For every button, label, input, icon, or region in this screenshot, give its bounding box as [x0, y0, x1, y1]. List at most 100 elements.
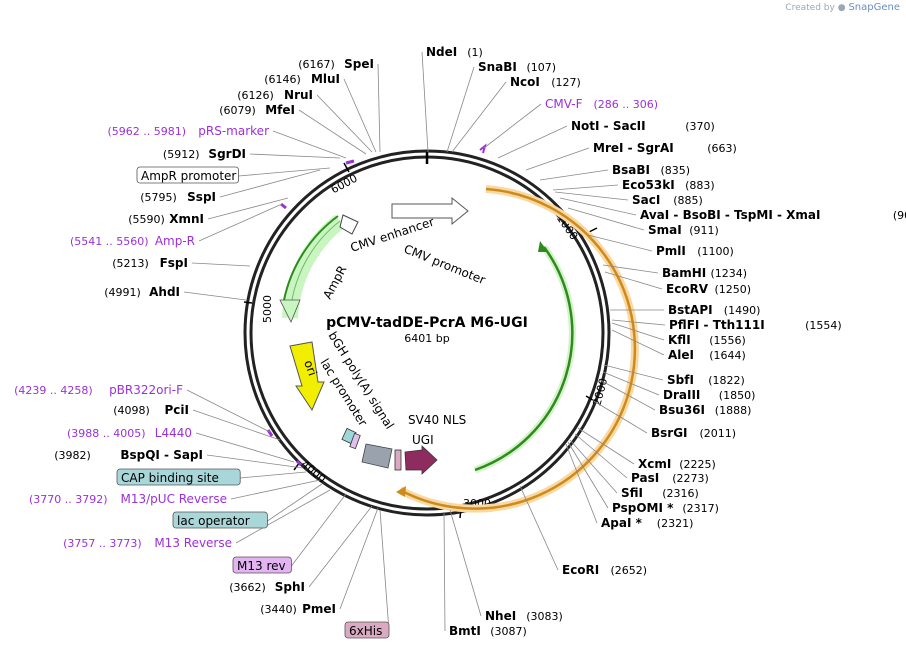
site-position: (3662) — [229, 581, 266, 594]
plasmid-length: 6401 bp — [404, 332, 449, 345]
site-name: PspOMI * — [612, 501, 674, 515]
site-name: SnaBI — [478, 60, 517, 74]
backbone-outer-ring — [243, 149, 611, 517]
site-position: (2273) — [672, 472, 709, 485]
site-name: BsrGI — [651, 426, 688, 440]
site-name: CMV-F — [545, 97, 583, 111]
site-name: Bsu36I — [659, 403, 705, 417]
feature-box-label: lac operator — [177, 514, 250, 528]
sv40-nls-label: SV40 NLS — [408, 413, 466, 427]
site-position: (3988 .. 4005) — [67, 427, 146, 440]
site-name: MluI — [311, 72, 340, 86]
site-name: PmlI — [656, 244, 686, 258]
leader-line — [446, 66, 475, 153]
leader-line — [343, 78, 377, 153]
site-position: (1234) — [711, 267, 748, 280]
site-position: (3757 .. 3773) — [63, 537, 142, 550]
leader-line — [316, 94, 373, 153]
leader-line — [449, 509, 482, 617]
leader-line — [559, 197, 637, 216]
site-name: NruI — [284, 88, 313, 102]
site-position: (127) — [551, 76, 581, 89]
leader-line — [567, 441, 609, 509]
credit-prefix: Created by — [785, 3, 835, 13]
site-position: (1888) — [715, 404, 752, 417]
site-position: (5590) — [128, 213, 165, 226]
cmv-promoter-feature: CMV enhancer CMV promoter — [349, 196, 487, 287]
orf-outer-arrowhead — [396, 486, 406, 497]
tick-5000-label: 5000 — [261, 295, 274, 323]
leader-line — [604, 271, 663, 290]
site-name: FspI — [160, 256, 188, 270]
ampr-promoter-arrow — [339, 214, 359, 235]
site-name: BamHI — [662, 266, 706, 280]
site-name: SgrDI — [208, 147, 246, 161]
site-position: (5213) — [112, 257, 149, 270]
feature-box — [116, 468, 241, 486]
site-name: Amp-R — [155, 234, 195, 248]
cmv-f-marker — [479, 143, 487, 154]
feature-box-label: 6xHis — [349, 624, 382, 638]
leader-line — [191, 262, 251, 267]
site-position: (1644) — [709, 349, 746, 362]
site-name: L4440 — [155, 426, 192, 440]
site-position: (2011) — [700, 427, 737, 440]
site-position: (2652) — [611, 564, 648, 577]
site-position: (1100) — [697, 245, 734, 258]
l4440-tick — [295, 459, 303, 467]
orf-inner-arrowhead — [538, 241, 548, 252]
site-name: DraIII — [663, 388, 700, 402]
leader-line — [339, 507, 379, 610]
site-name: PasI — [631, 471, 659, 485]
leader-line — [421, 51, 429, 153]
site-position: (3083) — [526, 610, 563, 623]
leader-line — [198, 203, 283, 242]
leader-line — [219, 169, 321, 198]
site-name: XcmI — [638, 457, 671, 471]
ampr-label: AmpR — [320, 263, 349, 301]
leader-line — [272, 130, 347, 159]
leader-line — [235, 489, 331, 544]
leader-line — [230, 479, 321, 500]
right-site-labels: NdeI(1)SnaBI(107)NcoI(127)CMV-F(286 .. 3… — [426, 45, 906, 638]
site-name: AvaI - BsoBI - TspMI - XmaI — [640, 208, 820, 222]
leader-line — [577, 427, 635, 465]
leader-line — [569, 439, 618, 494]
site-position: (1250) — [715, 283, 752, 296]
leader-line — [206, 454, 304, 469]
tick-5000-mark — [243, 301, 253, 304]
site-name: BmtI — [449, 624, 481, 638]
site-name: SmaI — [648, 223, 682, 237]
leader-line — [525, 147, 590, 171]
feature-box-label: CAP binding site — [121, 471, 219, 485]
site-name: BstAPI — [668, 303, 713, 317]
leader-line — [249, 153, 341, 159]
ugi-arrow — [404, 445, 438, 475]
site-position: (663) — [707, 142, 737, 155]
site-name: PflFI - Tth111I — [669, 318, 765, 332]
leader-line — [554, 191, 629, 201]
tadde-orf-feature — [396, 185, 639, 513]
site-name: AhdI — [149, 285, 180, 299]
snapgene-credit: Created by ● SnapGene — [785, 2, 900, 13]
leader-line — [567, 207, 645, 231]
site-position: (5962 .. 5981) — [107, 125, 186, 138]
leader-line — [603, 364, 664, 381]
site-position: (1554) — [805, 319, 842, 332]
site-name: NotI - SacII — [571, 119, 646, 133]
site-position: (286 .. 306) — [594, 98, 659, 111]
leader-line — [291, 493, 347, 567]
ampr-arrowhead — [279, 299, 301, 323]
site-position: (2321) — [657, 517, 694, 530]
lac-operator-block — [349, 432, 361, 450]
leader-line — [192, 409, 281, 441]
leader-line — [240, 471, 307, 479]
site-position: (3982) — [54, 449, 91, 462]
site-position: (1490) — [724, 304, 761, 317]
site-position: (1822) — [708, 374, 745, 387]
site-position: (909) — [893, 209, 906, 222]
leader-line — [377, 63, 381, 153]
site-name: EcoRV — [666, 282, 709, 296]
feature-box — [344, 621, 390, 639]
